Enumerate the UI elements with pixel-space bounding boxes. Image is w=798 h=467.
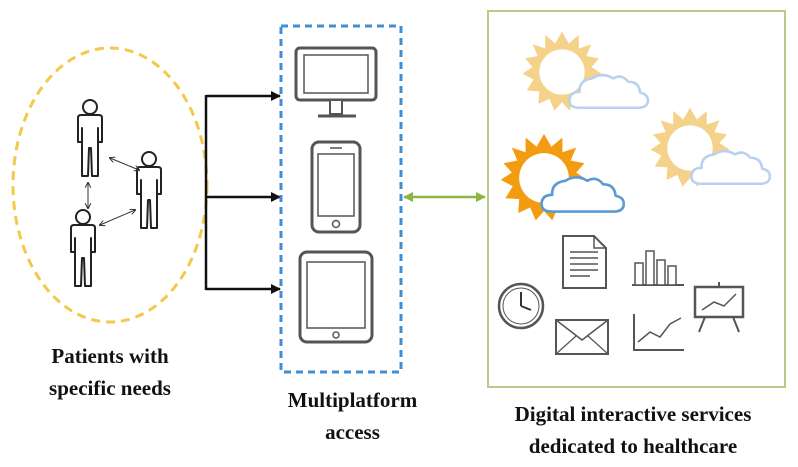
patient-group-ellipse: [11, 46, 209, 324]
monitor-icon: [294, 46, 378, 118]
presentation-board-icon: [693, 282, 745, 333]
envelope-icon: [555, 319, 609, 355]
multiplatform-label: Multiplatform access: [255, 384, 450, 448]
services-label-line2: dedicated to healthcare: [528, 434, 738, 458]
multiplatform-label-line2: access: [325, 420, 380, 444]
clock-icon: [497, 282, 545, 330]
patient-link-arrow: [110, 158, 139, 170]
weather-icon: [500, 133, 626, 221]
device-box: [279, 24, 403, 374]
multiplatform-label-line1: Multiplatform: [287, 388, 418, 412]
person-icon: [70, 209, 96, 287]
services-label: Digital interactive services dedicated t…: [468, 398, 798, 462]
weather-icon: [522, 31, 650, 111]
patients-label-line1: Patients with: [51, 344, 169, 368]
services-box: [487, 10, 786, 388]
bar-chart-icon: [632, 250, 684, 286]
person-icon: [77, 99, 103, 177]
line-chart-icon: [633, 314, 684, 351]
patients-label-line2: specific needs: [49, 376, 171, 400]
tablet-icon: [298, 250, 374, 344]
patient-link-arrow: [100, 210, 135, 225]
patients-label: Patients with specific needs: [10, 340, 210, 404]
person-icon: [136, 151, 162, 229]
smartphone-icon: [310, 140, 362, 234]
weather-icon: [650, 107, 772, 187]
document-icon: [562, 235, 607, 289]
flow-arrows: [204, 91, 281, 294]
services-label-line1: Digital interactive services: [514, 402, 752, 426]
